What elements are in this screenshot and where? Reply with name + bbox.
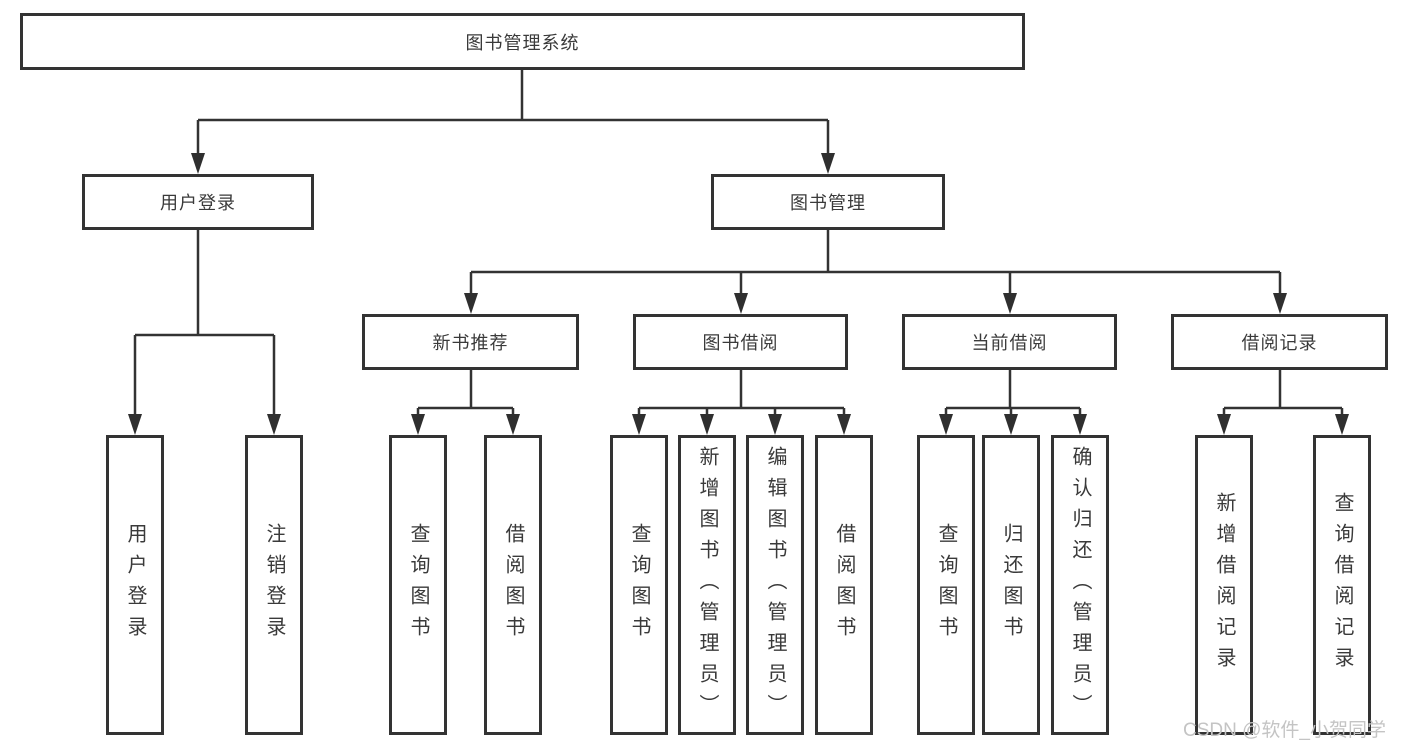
node-label: 图书管理系统 xyxy=(465,32,580,53)
leaf-label: 用户登录 xyxy=(124,523,146,647)
node-label: 当前借阅 xyxy=(971,333,1048,353)
leaf-label: 查询图书 xyxy=(935,523,957,647)
leaf-return-books: 归还图书 xyxy=(982,435,1040,735)
leaf-query-books: 查询图书 xyxy=(389,435,447,735)
leaf-user-login: 用户登录 xyxy=(106,435,164,735)
leaf-edit-books-admin: 编辑图书（管理员） xyxy=(746,435,804,735)
node-current-borrowing: 当前借阅 xyxy=(902,314,1117,370)
leaf-logout: 注销登录 xyxy=(245,435,303,735)
leaf-label: 查询图书 xyxy=(628,523,650,647)
leaf-label: 查询借阅记录 xyxy=(1331,492,1353,678)
leaf-borrow-books: 借阅图书 xyxy=(484,435,542,735)
node-new-book-recommendation: 新书推荐 xyxy=(362,314,579,370)
csdn-watermark: CSDN @软件_小贺同学 xyxy=(1183,720,1386,741)
leaf-label: 借阅图书 xyxy=(833,523,855,647)
leaf-add-borrow-record: 新增借阅记录 xyxy=(1195,435,1253,735)
leaf-borrow-books: 借阅图书 xyxy=(815,435,873,735)
leaf-label: 编辑图书（管理员） xyxy=(764,445,786,725)
node-borrowing-records: 借阅记录 xyxy=(1171,314,1388,370)
node-book-borrowing: 图书借阅 xyxy=(633,314,848,370)
node-user-login: 用户登录 xyxy=(82,174,314,230)
leaf-query-books: 查询图书 xyxy=(610,435,668,735)
leaf-label: 归还图书 xyxy=(1000,523,1022,647)
arrowheads xyxy=(128,153,1349,435)
node-label: 图书管理 xyxy=(790,193,866,213)
node-book-management: 图书管理 xyxy=(711,174,945,230)
leaf-label: 借阅图书 xyxy=(502,523,524,647)
node-library-management-system: 图书管理系统 xyxy=(20,13,1025,70)
node-label: 新书推荐 xyxy=(432,333,509,353)
leaf-label: 注销登录 xyxy=(263,523,285,647)
leaf-confirm-return-admin: 确认归还（管理员） xyxy=(1051,435,1109,735)
node-label: 图书借阅 xyxy=(702,333,779,353)
node-label: 借阅记录 xyxy=(1241,333,1318,353)
leaf-label: 新增借阅记录 xyxy=(1213,492,1235,678)
leaf-label: 新增图书（管理员） xyxy=(696,445,718,725)
leaf-label: 确认归还（管理员） xyxy=(1069,445,1091,725)
node-label: 用户登录 xyxy=(160,193,236,213)
leaf-query-books: 查询图书 xyxy=(917,435,975,735)
leaf-add-books-admin: 新增图书（管理员） xyxy=(678,435,736,735)
leaf-label: 查询图书 xyxy=(407,523,429,647)
leaf-query-borrow-record: 查询借阅记录 xyxy=(1313,435,1371,735)
